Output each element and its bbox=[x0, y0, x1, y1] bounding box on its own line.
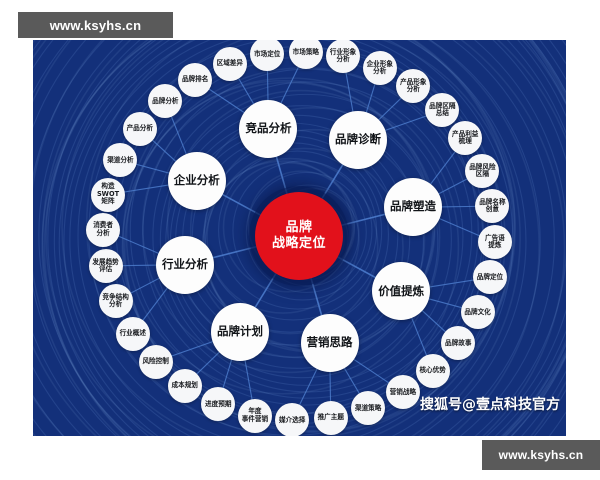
branch-node-qiye-fenxi-label: 企业分析 bbox=[173, 172, 220, 187]
leaf-node-label: 行业概述 bbox=[119, 329, 146, 338]
leaf-node-label: 进度预期 bbox=[205, 399, 232, 408]
branch-node-pinpai-jihua[interactable]: 品牌计划 bbox=[211, 303, 269, 362]
leaf-node-label: 风险控制 bbox=[142, 357, 169, 366]
leaf-node[interactable]: 发展趋势评估 bbox=[88, 248, 123, 283]
leaf-node-label: 品牌风险区隔 bbox=[469, 162, 496, 178]
branch-node-yingxiao-silu-label: 营销思路 bbox=[306, 335, 353, 350]
branch-node-qiye-fenxi[interactable]: 企业分析 bbox=[167, 151, 226, 210]
core-node[interactable]: 品牌战略定位 bbox=[255, 192, 343, 280]
leaf-node[interactable]: 品牌排名 bbox=[178, 62, 213, 97]
leaf-node-label: 推广主题 bbox=[317, 413, 344, 422]
watermark-url-top: www.ksyhs.cn bbox=[18, 12, 173, 38]
leaf-node[interactable]: 产品利益梳理 bbox=[448, 121, 483, 156]
leaf-node[interactable]: 品牌分析 bbox=[148, 84, 183, 119]
leaf-node[interactable]: 竞争结构分析 bbox=[98, 284, 133, 319]
leaf-node[interactable]: 品牌风险区隔 bbox=[465, 153, 500, 188]
leaf-node[interactable]: 品牌故事 bbox=[441, 326, 476, 361]
leaf-node-label: 品牌名称创意 bbox=[479, 197, 506, 214]
leaf-node-label: 成本规划 bbox=[171, 381, 198, 390]
branch-node-pinpai-zhenduan[interactable]: 品牌诊断 bbox=[329, 110, 387, 169]
branch-node-yingxiao-silu[interactable]: 营销思路 bbox=[300, 314, 359, 373]
core-node-label: 品牌战略定位 bbox=[271, 219, 326, 251]
branch-node-hangye-fenxi-label: 行业分析 bbox=[162, 256, 209, 271]
leaf-node[interactable]: 品牌文化 bbox=[460, 294, 495, 329]
leaf-node-label: 品牌分析 bbox=[152, 96, 179, 105]
leaf-node-label: 品牌故事 bbox=[445, 339, 472, 348]
branch-node-hangye-fenxi[interactable]: 行业分析 bbox=[156, 235, 215, 294]
leaf-node[interactable]: 广告语提炼 bbox=[477, 225, 512, 260]
leaf-node[interactable]: 核心优势 bbox=[415, 353, 450, 388]
leaf-node-label: 产品分析 bbox=[126, 124, 153, 133]
leaf-node-label: 年度事件营销 bbox=[241, 407, 269, 423]
leaf-node-label: 核心优势 bbox=[419, 366, 446, 375]
leaf-node[interactable]: 成本规划 bbox=[167, 368, 202, 403]
branch-node-pinpai-jihua-label: 品牌计划 bbox=[217, 324, 263, 339]
branch-node-jingpin-fenxi-label: 竞品分析 bbox=[245, 121, 292, 135]
leaf-node-label: 品牌定位 bbox=[476, 273, 504, 282]
leaf-node-label: 品牌排名 bbox=[181, 75, 209, 84]
leaf-node-label: 市场定位 bbox=[254, 49, 281, 58]
watermark-url-bottom: www.ksyhs.cn bbox=[482, 440, 600, 470]
leaf-node-label: 行业形象分析 bbox=[329, 48, 357, 64]
leaf-node-label: 竞争结构分析 bbox=[102, 292, 129, 309]
leaf-node[interactable]: 产品形象分析 bbox=[396, 69, 431, 104]
leaf-node-label: 消费者分析 bbox=[93, 221, 113, 237]
branch-node-pinpai-suzao-label: 品牌塑造 bbox=[389, 199, 436, 214]
leaf-node[interactable]: 渠道策略 bbox=[351, 391, 386, 426]
leaf-node-label: 渠道分析 bbox=[107, 155, 134, 164]
branch-node-jingpin-fenxi[interactable]: 竞品分析 bbox=[239, 99, 298, 158]
leaf-node[interactable]: 品牌定位 bbox=[472, 260, 507, 295]
branch-node-jiazhi-tilian[interactable]: 价值提炼 bbox=[372, 262, 431, 321]
leaf-node[interactable]: 品牌名称创意 bbox=[475, 189, 510, 224]
leaf-node-label: 品牌区隔总结 bbox=[429, 101, 456, 118]
leaf-node[interactable]: 产品分析 bbox=[122, 111, 157, 146]
leaf-node[interactable]: 行业形象分析 bbox=[326, 40, 361, 74]
branch-node-pinpai-zhenduan-label: 品牌诊断 bbox=[335, 132, 381, 147]
leaf-node-label: 营销战略 bbox=[389, 387, 417, 396]
leaf-node-label: 渠道策略 bbox=[354, 404, 382, 413]
leaf-node[interactable]: 品牌区隔总结 bbox=[425, 93, 460, 128]
leaf-node[interactable]: 推广主题 bbox=[313, 400, 348, 435]
leaf-node[interactable]: 企业形象分析 bbox=[362, 51, 397, 86]
leaf-node-label: 媒介选择 bbox=[278, 415, 306, 424]
leaf-node[interactable]: 消费者分析 bbox=[86, 212, 121, 247]
leaf-node[interactable]: 媒介选择 bbox=[275, 403, 310, 436]
leaf-node[interactable]: 营销战略 bbox=[385, 375, 420, 410]
leaf-node-label: 品牌文化 bbox=[464, 307, 491, 316]
watermark-channel: 搜狐号@壹点科技官方 bbox=[420, 397, 560, 413]
leaf-node-label: 产品形象分析 bbox=[400, 77, 427, 94]
leaf-node[interactable]: 市场定位 bbox=[250, 40, 285, 72]
branch-node-pinpai-suzao[interactable]: 品牌塑造 bbox=[383, 178, 442, 237]
leaf-node-label: 发展趋势评估 bbox=[92, 257, 119, 273]
leaf-node-label: 广告语提炼 bbox=[484, 234, 505, 250]
branch-node-jiazhi-tilian-label: 价值提炼 bbox=[378, 283, 425, 298]
leaf-node[interactable]: 渠道分析 bbox=[103, 143, 138, 178]
leaf-node[interactable]: 行业概述 bbox=[115, 316, 150, 351]
leaf-node-label: 区域差异 bbox=[216, 59, 243, 68]
leaf-node-label: 企业形象分析 bbox=[366, 59, 393, 76]
leaf-node[interactable]: 市场策略 bbox=[288, 40, 323, 69]
leaf-node-label: 产品利益梳理 bbox=[452, 129, 479, 146]
leaf-node[interactable]: 区域差异 bbox=[212, 46, 247, 81]
leaf-node[interactable]: 进度预期 bbox=[201, 386, 236, 421]
leaf-node[interactable]: 风险控制 bbox=[138, 344, 173, 379]
leaf-node[interactable]: 年度事件营销 bbox=[237, 398, 272, 433]
leaf-node-label: 市场策略 bbox=[292, 47, 320, 56]
